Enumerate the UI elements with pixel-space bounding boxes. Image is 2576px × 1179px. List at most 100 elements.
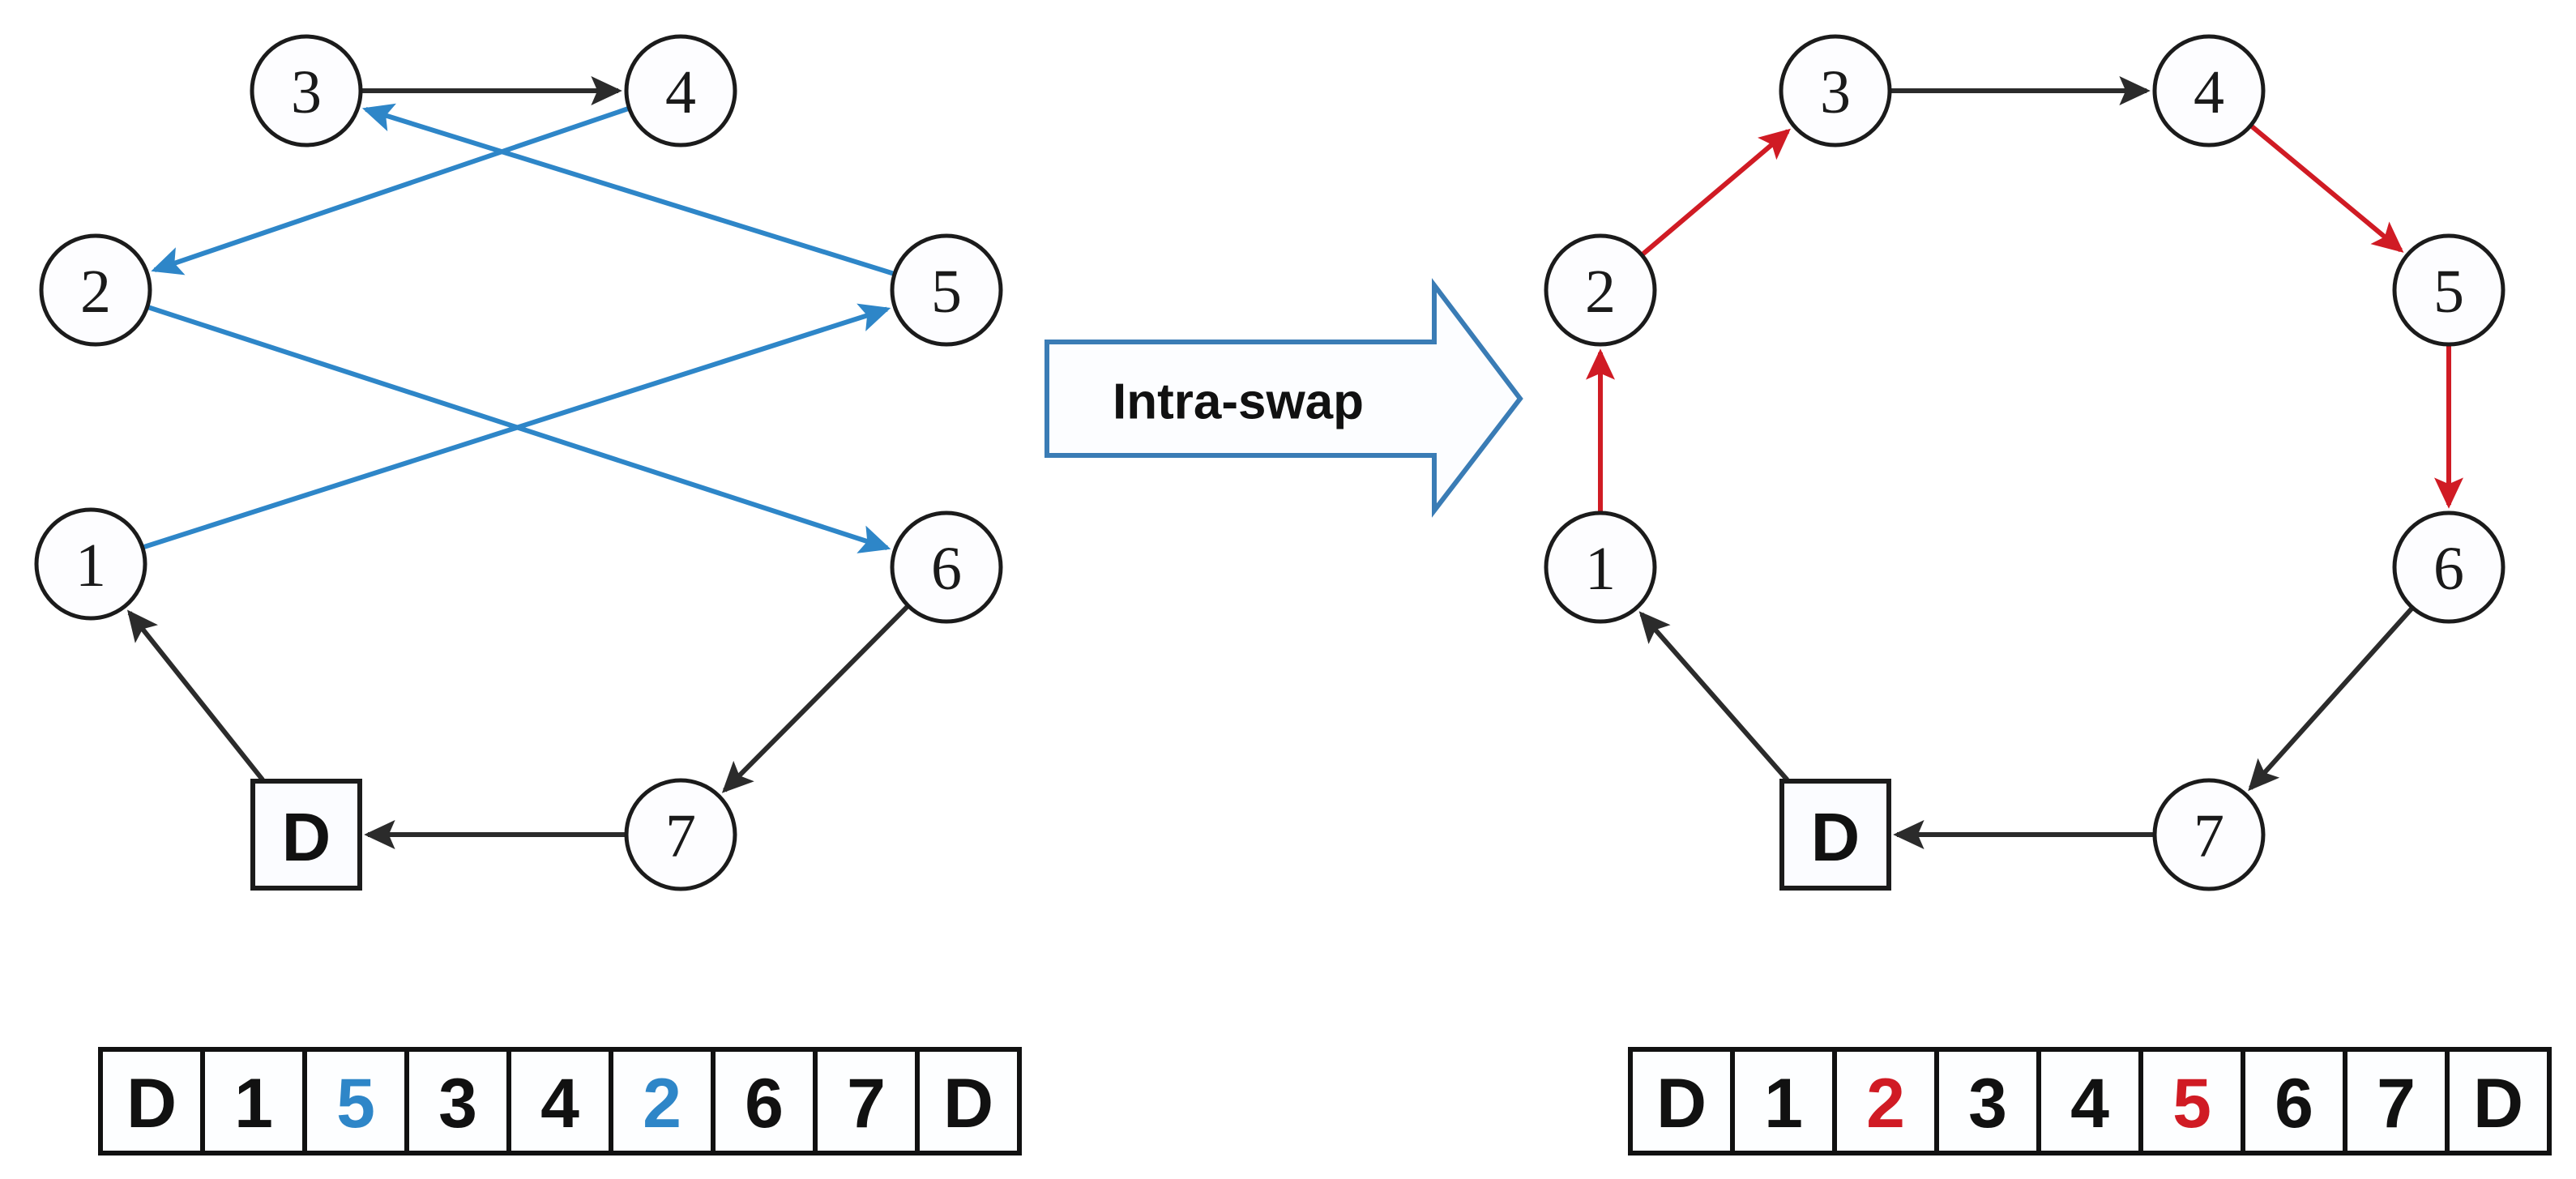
sequence-cell-label: 4 — [540, 1065, 579, 1143]
sequence-cell-box — [1730, 1047, 1837, 1156]
sequence-cell[interactable]: D — [98, 1047, 205, 1156]
sequence-cell[interactable]: 2 — [609, 1047, 716, 1156]
sequence-cell-label: D — [2473, 1065, 2523, 1143]
sequence-cell-box — [200, 1047, 307, 1156]
sequence-cell-label: 5 — [336, 1065, 375, 1143]
before-node-layer: 1 2 3 4 5 6 7 D — [34, 34, 1003, 891]
sequence-cell-box — [915, 1047, 1022, 1156]
edge-6-to-7 — [721, 604, 909, 793]
sequence-cell-box — [1934, 1047, 2041, 1156]
node-3[interactable]: 3 — [250, 34, 363, 147]
node-4[interactable]: 4 — [624, 34, 737, 147]
sequence-cell[interactable]: 3 — [404, 1047, 511, 1156]
node-circle-1 — [34, 507, 147, 621]
node-label-6: 6 — [931, 535, 962, 603]
sequence-cell[interactable]: 2 — [1832, 1047, 1939, 1156]
node-label-2: 2 — [80, 258, 111, 326]
sequence-cell-box — [506, 1047, 613, 1156]
sequence-cell-label: 1 — [1764, 1065, 1803, 1143]
sequence-cell-box — [2445, 1047, 2552, 1156]
sequence-cell[interactable]: 5 — [2138, 1047, 2245, 1156]
sequence-cell-box — [302, 1047, 409, 1156]
node-3[interactable]: 3 — [1779, 34, 1892, 147]
sequence-cell-label: D — [1656, 1065, 1707, 1143]
sequence-cell[interactable]: 1 — [200, 1047, 307, 1156]
sequence-cell[interactable]: D — [1628, 1047, 1735, 1156]
node-label-7: 7 — [665, 802, 696, 870]
sequence-cell-label: 4 — [2070, 1065, 2109, 1143]
node-1[interactable]: 1 — [34, 507, 147, 621]
sequence-cell-label: D — [126, 1065, 177, 1143]
sequence-cell[interactable]: D — [2445, 1047, 2552, 1156]
node-circle-5 — [2392, 233, 2506, 347]
node-circle-2 — [39, 233, 152, 347]
sequence-cell-label: 3 — [438, 1065, 477, 1143]
edge-6-to-7 — [2248, 607, 2414, 792]
depot-node[interactable]: D — [1779, 779, 1891, 891]
node-label-3: 3 — [1820, 58, 1851, 126]
node-circle-3 — [250, 34, 363, 147]
node-7[interactable]: 7 — [624, 778, 737, 891]
node-label-4: 4 — [665, 58, 696, 126]
sequence-cell-label: 2 — [1866, 1065, 1905, 1143]
edge-2-to-6 — [147, 305, 891, 553]
after-edge-layer — [1586, 76, 2463, 849]
node-6[interactable]: 6 — [890, 510, 1003, 624]
node-6[interactable]: 6 — [2392, 510, 2506, 624]
depot-label: D — [1811, 799, 1860, 875]
depot-box — [250, 779, 362, 891]
edge-4-to-2 — [151, 106, 629, 276]
edge-2-to-3 — [1641, 128, 1791, 256]
sequence-cell-box — [609, 1047, 716, 1156]
sequence-cell[interactable]: 6 — [2241, 1047, 2347, 1156]
node-5[interactable]: 5 — [2392, 233, 2506, 347]
edge-D-to-1 — [1638, 611, 1789, 782]
right-block-arrow-icon — [1044, 278, 1523, 518]
node-circle-2 — [1544, 233, 1657, 347]
sequence-cell-label: 7 — [2377, 1065, 2416, 1143]
sequence-cell[interactable]: 4 — [506, 1047, 613, 1156]
sequence-cell[interactable]: 1 — [1730, 1047, 1837, 1156]
node-2[interactable]: 2 — [39, 233, 152, 347]
node-circle-4 — [624, 34, 737, 147]
node-label-4: 4 — [2194, 58, 2224, 126]
node-label-1: 1 — [75, 532, 106, 600]
sequence-cell[interactable]: 4 — [2036, 1047, 2143, 1156]
edge-4-to-5 — [2250, 124, 2404, 253]
node-4[interactable]: 4 — [2152, 34, 2266, 147]
sequence-cell[interactable]: D — [915, 1047, 1022, 1156]
sequence-cell-label: 5 — [2172, 1065, 2211, 1143]
node-label-1: 1 — [1585, 535, 1616, 603]
sequence-cell-label: 1 — [234, 1065, 273, 1143]
node-label-6: 6 — [2433, 535, 2464, 603]
intra-swap-operator: Intra-swap — [1044, 278, 1523, 518]
sequence-cell[interactable]: 6 — [711, 1047, 818, 1156]
sequence-cell[interactable]: 3 — [1934, 1047, 2041, 1156]
sequence-cell-box — [2036, 1047, 2143, 1156]
node-1[interactable]: 1 — [1544, 510, 1657, 624]
sequence-cell-box — [711, 1047, 818, 1156]
node-7[interactable]: 7 — [2152, 778, 2266, 891]
depot-node[interactable]: D — [250, 779, 362, 891]
node-label-5: 5 — [2433, 258, 2464, 326]
sequence-cell[interactable]: 5 — [302, 1047, 409, 1156]
sequence-cell-label: 6 — [745, 1065, 784, 1143]
node-label-2: 2 — [1585, 258, 1616, 326]
node-5[interactable]: 5 — [890, 233, 1003, 347]
node-circle-7 — [624, 778, 737, 891]
depot-box — [1779, 779, 1891, 891]
sequence-cell-label: 3 — [1968, 1065, 2007, 1143]
sequence-cell[interactable]: 7 — [813, 1047, 920, 1156]
node-circle-3 — [1779, 34, 1892, 147]
node-label-5: 5 — [931, 258, 962, 326]
node-2[interactable]: 2 — [1544, 233, 1657, 347]
node-label-3: 3 — [291, 58, 322, 126]
sequence-cell[interactable]: 7 — [2343, 1047, 2450, 1156]
after-node-layer: 1 2 3 4 5 6 7 D — [1544, 34, 2506, 891]
node-circle-5 — [890, 233, 1003, 347]
before-edge-layer — [126, 76, 909, 849]
